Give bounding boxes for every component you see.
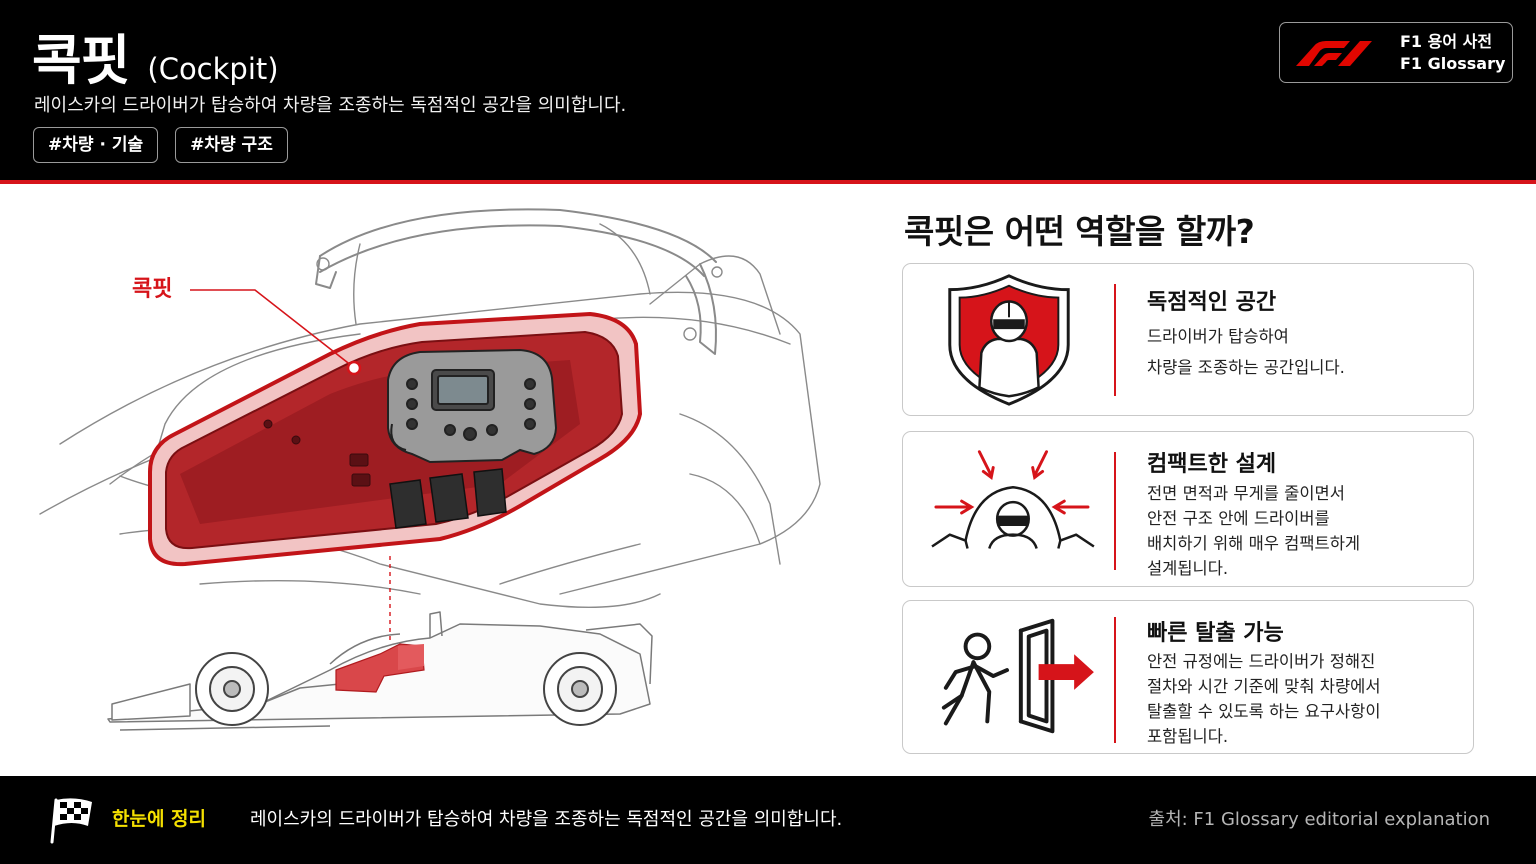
tag-vehicle-tech[interactable]: #차량 · 기술 bbox=[33, 127, 159, 163]
role-description: 드라이버가 탑승하여 차량을 조종하는 공간입니다. bbox=[1147, 324, 1345, 380]
card-divider bbox=[1114, 617, 1116, 743]
summary-label: 한눈에 정리 bbox=[112, 808, 207, 830]
card-divider bbox=[1114, 452, 1116, 570]
role-description-line: 드라이버가 탑승하여 bbox=[1147, 327, 1289, 346]
roles-section-title: 콕핏은 어떤 역할을 할까? bbox=[904, 212, 1255, 251]
source-credit: 출처: F1 Glossary editorial explanation bbox=[1148, 809, 1490, 830]
page-title: 콕핏 bbox=[32, 29, 130, 92]
page-title-english: (Cockpit) bbox=[147, 52, 279, 86]
summary-text: 레이스카의 드라이버가 탑승하여 차량을 조종하는 독점적인 공간을 의미합니다… bbox=[250, 809, 843, 830]
header-accent-line bbox=[0, 180, 1536, 184]
glossary-label: F1 용어 사전 F1 Glossary bbox=[1400, 31, 1505, 75]
escape-exit-icon bbox=[941, 618, 1094, 734]
role-card-quick-exit: 빠른 탈출 가능 안전 규정에는 드라이버가 정해진 절차와 시간 기준에 맞춰… bbox=[902, 600, 1474, 754]
role-card-exclusive-space: 독점적인 공간 드라이버가 탑승하여 차량을 조종하는 공간입니다. bbox=[902, 263, 1474, 416]
callout-marker-icon bbox=[346, 360, 362, 376]
role-card-compact-design: 컴팩트한 설계 전면 면적과 무게를 줄이면서 안전 구조 안에 드라이버를 배… bbox=[902, 431, 1474, 587]
card-divider bbox=[1114, 284, 1116, 396]
cockpit-callout-label: 콕핏 bbox=[132, 277, 172, 302]
f1-logo-icon bbox=[1296, 40, 1372, 66]
role-description-line: 절차와 시간 기준에 맞춰 차량에서 bbox=[1147, 677, 1381, 696]
role-title: 컴팩트한 설계 bbox=[1147, 452, 1277, 477]
checkered-flag-icon bbox=[50, 798, 92, 844]
glossary-badge: F1 용어 사전 F1 Glossary bbox=[1279, 22, 1513, 83]
tag-vehicle-structure[interactable]: #차량 구조 bbox=[175, 127, 288, 163]
page-subtitle: 레이스카의 드라이버가 탑승하여 차량을 조종하는 독점적인 공간을 의미합니다… bbox=[34, 95, 627, 116]
role-description-line: 배치하기 위해 매우 컴팩트하게 bbox=[1147, 534, 1361, 553]
role-description-line: 차량을 조종하는 공간입니다. bbox=[1147, 358, 1345, 377]
cockpit-illustration: 콕핏 bbox=[39, 208, 821, 731]
header: 콕핏 (Cockpit) 레이스카의 드라이버가 탑승하여 차량을 조종하는 독… bbox=[0, 0, 1536, 180]
role-description-line: 안전 구조 안에 드라이버를 bbox=[1147, 509, 1330, 528]
compact-cockpit-icon bbox=[931, 450, 1095, 549]
role-description-line: 포함됩니다. bbox=[1147, 727, 1229, 746]
role-description-line: 안전 규정에는 드라이버가 정해진 bbox=[1147, 652, 1376, 671]
role-description-line: 설계됩니다. bbox=[1147, 559, 1229, 578]
role-description: 안전 규정에는 드라이버가 정해진 절차와 시간 기준에 맞춰 차량에서 탈출할… bbox=[1147, 649, 1381, 749]
title-row: 콕핏 (Cockpit) bbox=[32, 16, 279, 95]
role-description-line: 탈출할 수 있도록 하는 요구사항이 bbox=[1147, 702, 1381, 721]
driver-shield-icon bbox=[948, 274, 1070, 406]
glossary-label-en: F1 Glossary bbox=[1400, 53, 1506, 73]
glossary-label-ko: F1 용어 사전 bbox=[1400, 31, 1493, 51]
role-title: 독점적인 공간 bbox=[1147, 290, 1277, 315]
tag-list: #차량 · 기술 #차량 구조 bbox=[33, 127, 288, 163]
role-description-line: 전면 면적과 무게를 줄이면서 bbox=[1147, 484, 1345, 503]
footer: 한눈에 정리 레이스카의 드라이버가 탑승하여 차량을 조종하는 독점적인 공간… bbox=[0, 776, 1536, 864]
role-title: 빠른 탈출 가능 bbox=[1147, 621, 1284, 646]
role-description: 전면 면적과 무게를 줄이면서 안전 구조 안에 드라이버를 배치하기 위해 매… bbox=[1147, 481, 1360, 581]
